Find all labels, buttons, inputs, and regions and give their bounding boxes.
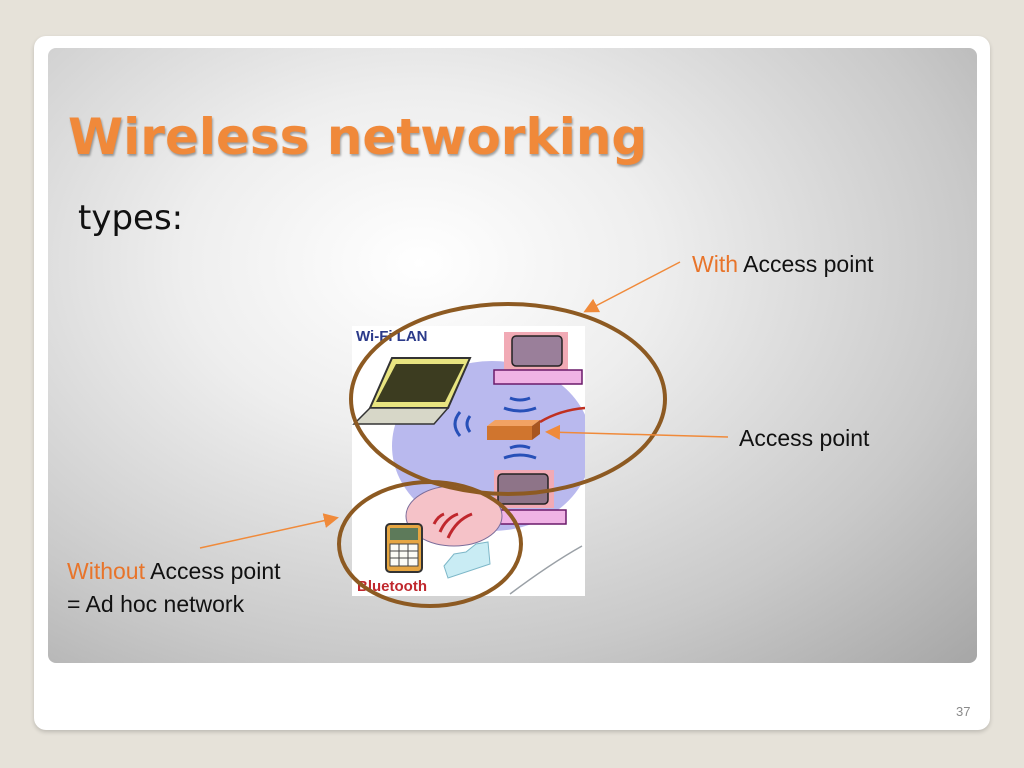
with-access-point-label: With Access point [692,251,874,278]
access-point-icon [487,406,585,440]
access-point-arrow [545,424,729,440]
desktop-computer-icon [481,470,567,525]
without-ap-arrow [199,513,339,549]
with-keyword: With [692,251,738,277]
without-label-text: Access point [144,558,281,584]
device-icon [443,541,491,579]
laptop-icon [352,357,472,425]
with-ap-arrow [583,261,681,313]
desktop-computer-icon [493,332,583,385]
without-access-point-label: Without Access point [67,558,281,585]
wifi-waves-icon [453,396,537,460]
with-label-text: Access point [738,251,874,277]
adhoc-network-circle [337,480,523,608]
cable-line [509,545,583,595]
adhoc-network-label: = Ad hoc network [67,591,245,617]
access-point-label: Access point [739,425,870,451]
without-keyword: Without [67,558,145,584]
access-point-network-circle [349,302,667,496]
phone-icon [385,523,423,573]
bluetooth-label: Bluetooth [357,578,427,595]
slide-title: Wireless networking [68,108,648,166]
slide-subtitle: types: [78,198,184,238]
page-number: 37 [956,704,971,719]
bluetooth-waves-icon [432,512,473,539]
